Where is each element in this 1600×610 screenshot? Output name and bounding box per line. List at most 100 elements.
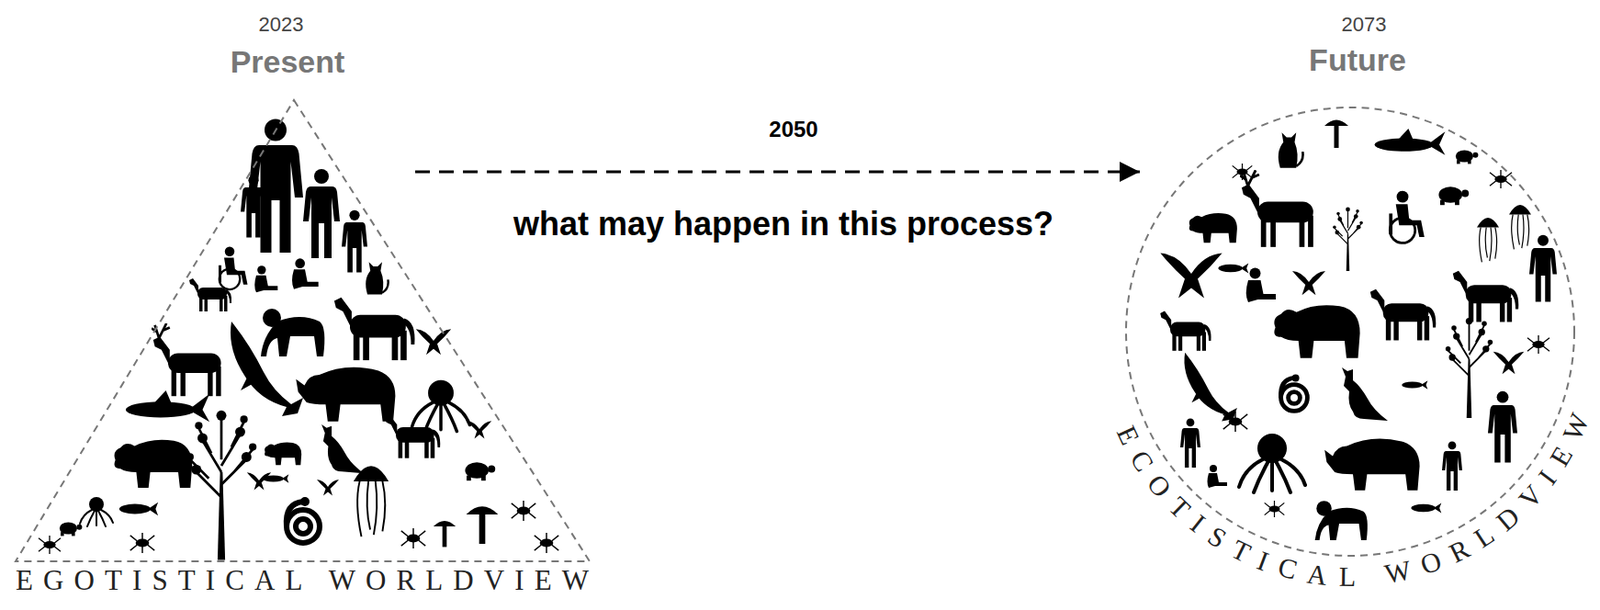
plant-silhouette — [1332, 207, 1364, 271]
curved-letter: D — [1490, 500, 1527, 538]
insect-silhouette — [1489, 169, 1512, 189]
curved-letter: W — [1382, 553, 1415, 590]
rhino-silhouette — [1324, 438, 1420, 490]
bat-silhouette — [1292, 270, 1326, 295]
snake-silhouette — [286, 496, 320, 543]
octopus-silhouette — [1239, 433, 1306, 493]
deer-silhouette — [1239, 169, 1314, 248]
pig-silhouette — [1189, 213, 1238, 243]
whale-silhouette — [230, 321, 304, 417]
child-silhouette — [1180, 418, 1201, 468]
rhino-silhouette — [295, 367, 395, 422]
present-triangle: 2023PresentEGOTISTICAL WORLDVIEW — [7, 5, 600, 605]
monkey-silhouette — [1315, 500, 1368, 541]
future-circle: 2073FutureECOTISTICAL WORLDVIEW — [1092, 5, 1597, 605]
jellyfish-silhouette — [353, 465, 389, 537]
jellyfish-silhouette — [1476, 217, 1499, 262]
crow-silhouette — [1493, 351, 1525, 375]
dashed-arrow — [415, 170, 1140, 174]
bat-silhouette — [316, 479, 339, 496]
adult-silhouette — [303, 169, 340, 259]
wheelchair-silhouette — [1388, 191, 1424, 244]
child-silhouette — [1442, 441, 1463, 491]
adult-silhouette — [1529, 235, 1557, 303]
octopus-silhouette — [412, 380, 471, 432]
dog-silhouette — [1160, 311, 1211, 351]
jellyfish-silhouette — [1509, 204, 1532, 249]
bear-silhouette — [114, 439, 193, 488]
edge-label: 2050 — [768, 116, 818, 144]
snail-silhouette — [1401, 380, 1428, 390]
monkey-silhouette — [260, 308, 325, 357]
tree-silhouette — [1445, 317, 1493, 418]
curved-letter: I — [1253, 544, 1274, 578]
insect-silhouette — [401, 528, 426, 549]
future-silhouettes — [1160, 120, 1557, 541]
bear-silhouette — [1273, 304, 1360, 359]
curved-letter: L — [1468, 518, 1500, 555]
shark-silhouette — [1374, 128, 1446, 156]
frog-silhouette — [1455, 149, 1479, 164]
pig-silhouette — [264, 441, 302, 465]
dashed-outline — [7, 5, 600, 605]
insect-silhouette — [130, 532, 155, 553]
lobster-silhouette — [79, 496, 113, 527]
wolf-silhouette — [1453, 270, 1519, 323]
horse-silhouette — [334, 297, 416, 361]
child-silhouette — [341, 210, 368, 273]
cat-silhouette — [1278, 132, 1304, 169]
period-title: Present — [230, 44, 346, 80]
dragonfly-silhouette — [1264, 500, 1285, 518]
curved-letter: A — [1305, 557, 1330, 592]
curved-letter: V — [1512, 479, 1550, 516]
frog-silhouette — [59, 521, 83, 536]
curved-letter — [1365, 560, 1375, 593]
turtle-silhouette — [1438, 186, 1469, 205]
rat-silhouette — [1410, 502, 1442, 513]
sitting-child-silhouette — [254, 265, 278, 293]
insect-silhouette — [534, 532, 559, 553]
worldview-label: ECOTISTICAL WORLDVIEW — [1092, 5, 1597, 605]
turtle-silhouette — [464, 461, 496, 481]
question-label: what may happen in this process? — [513, 203, 1054, 244]
sitting-child-silhouette — [1207, 464, 1229, 488]
curved-letter: I — [1183, 508, 1211, 540]
curved-letter: S — [1202, 519, 1233, 555]
dog-silhouette — [189, 278, 232, 312]
lizard-silhouette — [1223, 411, 1248, 432]
triangle-outline — [15, 100, 590, 562]
bird-silhouette — [467, 420, 492, 439]
wolf-silhouette — [384, 415, 440, 459]
kangaroo-silhouette — [1341, 367, 1388, 421]
curved-letter: I — [1532, 463, 1564, 491]
fish-silhouette — [1217, 262, 1249, 273]
cat-silhouette — [365, 261, 388, 294]
wheelchair-silhouette — [218, 247, 248, 291]
curved-letter: O — [1416, 544, 1446, 582]
insect-silhouette — [1527, 335, 1550, 354]
eagle-silhouette — [1160, 253, 1222, 299]
adult-silhouette — [1487, 391, 1518, 463]
horse-silhouette — [1370, 289, 1436, 341]
curved-letter: R — [1443, 532, 1475, 570]
curved-letter: E — [1543, 441, 1579, 473]
curved-letter: C — [1123, 444, 1161, 477]
curved-letter: T — [1161, 490, 1196, 526]
sitting-child-silhouette — [292, 258, 319, 289]
snake-silhouette — [1280, 373, 1308, 411]
period-title: Future — [1308, 42, 1407, 79]
curved-letter: C — [1274, 551, 1301, 586]
mushroom-silhouette — [433, 520, 456, 547]
year-label: 2023 — [259, 12, 305, 36]
fish-silhouette — [119, 502, 158, 516]
insect-silhouette — [38, 535, 61, 554]
curved-letter: L — [1338, 561, 1356, 594]
eagle-silhouette — [416, 328, 451, 355]
curved-letter: T — [1226, 533, 1256, 570]
curved-letter: E — [1109, 420, 1146, 450]
circle-outline — [1126, 107, 1575, 556]
